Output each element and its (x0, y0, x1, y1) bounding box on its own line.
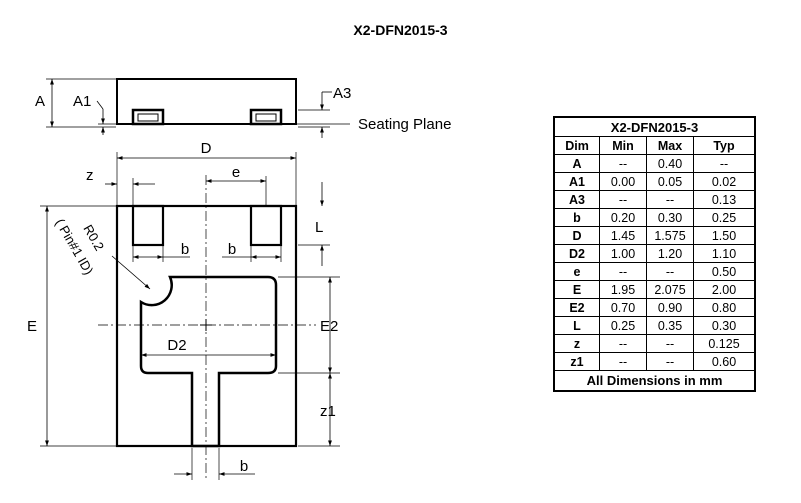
dim-value-cell: 0.20 (599, 208, 647, 227)
dim-value-cell: -- (599, 154, 647, 173)
dim-value-cell: -- (599, 352, 647, 371)
dim-name-cell: A (553, 154, 600, 173)
dim-name-cell: L (553, 316, 600, 335)
dim-value-cell: 0.05 (646, 172, 694, 191)
label-d2: D2 (167, 337, 186, 354)
terminal-pad-right (249, 204, 283, 247)
dim-value-cell: 0.40 (646, 154, 694, 173)
dim-name-cell: b (553, 208, 600, 227)
dim-value-cell: 1.20 (646, 244, 694, 263)
label-b-right: b (228, 241, 236, 258)
dim-value-cell: 1.00 (599, 244, 647, 263)
dim-name-cell: E (553, 280, 600, 299)
dim-name-cell: z1 (553, 352, 600, 371)
table-row: z1----0.60 (553, 352, 756, 371)
dim-value-cell: 2.00 (693, 280, 756, 299)
exposed-pad (139, 275, 278, 448)
label-a: A (35, 93, 45, 110)
table-row: A--0.40-- (553, 154, 756, 173)
label-z1: z1 (320, 403, 336, 420)
dim-value-cell: -- (599, 190, 647, 209)
dimension-table: X2-DFN2015-3 Dim Min Max Typ A--0.40--A1… (553, 116, 756, 392)
dim-value-cell: -- (646, 262, 694, 281)
side-view-pad-right (249, 108, 283, 126)
dim-value-cell: -- (646, 334, 694, 353)
label-a3: A3 (333, 85, 351, 102)
header-dim: Dim (553, 136, 600, 155)
dim-value-cell: 0.00 (599, 172, 647, 191)
dim-name-cell: A3 (553, 190, 600, 209)
dim-name-cell: z (553, 334, 600, 353)
dim-value-cell: 1.50 (693, 226, 756, 245)
header-typ: Typ (693, 136, 756, 155)
dim-value-cell: 0.80 (693, 298, 756, 317)
dim-value-cell: 0.25 (693, 208, 756, 227)
table-title: X2-DFN2015-3 (553, 116, 756, 137)
dim-value-cell: 0.30 (693, 316, 756, 335)
dim-value-cell: 0.60 (693, 352, 756, 371)
dim-value-cell: 1.575 (646, 226, 694, 245)
dim-name-cell: D2 (553, 244, 600, 263)
label-e-total: E (27, 318, 37, 335)
label-b-bottom: b (240, 458, 248, 475)
dim-value-cell: 0.50 (693, 262, 756, 281)
dim-value-cell: 0.35 (646, 316, 694, 335)
side-view-body (116, 78, 297, 125)
header-max: Max (646, 136, 694, 155)
table-footer: All Dimensions in mm (553, 370, 756, 392)
label-e2: E2 (320, 318, 338, 335)
table-row: A3----0.13 (553, 190, 756, 209)
header-min: Min (599, 136, 647, 155)
dim-value-cell: 0.70 (599, 298, 647, 317)
label-z: z (86, 167, 94, 184)
side-view-pad-left (131, 108, 165, 126)
dim-value-cell: 1.95 (599, 280, 647, 299)
dim-value-cell: 2.075 (646, 280, 694, 299)
dim-value-cell: -- (693, 154, 756, 173)
dim-value-cell: 0.13 (693, 190, 756, 209)
dim-value-cell: 0.25 (599, 316, 647, 335)
dim-value-cell: 0.90 (646, 298, 694, 317)
side-view (46, 78, 350, 138)
bottom-view (40, 152, 340, 480)
dim-value-cell: -- (646, 352, 694, 371)
dim-value-cell: 0.125 (693, 334, 756, 353)
label-d: D (201, 140, 212, 157)
table-row: e----0.50 (553, 262, 756, 281)
dim-name-cell: D (553, 226, 600, 245)
dim-value-cell: 0.02 (693, 172, 756, 191)
dim-value-cell: 1.45 (599, 226, 647, 245)
terminal-pad-left (131, 204, 165, 247)
dim-value-cell: 1.10 (693, 244, 756, 263)
table-header-row: Dim Min Max Typ (553, 136, 756, 155)
label-l: L (315, 219, 323, 236)
dim-name-cell: E2 (553, 298, 600, 317)
label-seating-plane: Seating Plane (358, 116, 451, 133)
dimension-table-container: X2-DFN2015-3 Dim Min Max Typ A--0.40--A1… (553, 116, 756, 392)
table-row: z----0.125 (553, 334, 756, 353)
label-a1: A1 (73, 93, 91, 110)
dim-value-cell: -- (599, 334, 647, 353)
dim-value-cell: -- (646, 190, 694, 209)
label-b-left: b (181, 241, 189, 258)
pin1-leader (111, 255, 151, 290)
dim-value-cell: 0.30 (646, 208, 694, 227)
page-title: X2-DFN2015-3 (353, 22, 448, 38)
label-e: e (232, 164, 240, 181)
dim-value-cell: -- (599, 262, 647, 281)
dim-name-cell: A1 (553, 172, 600, 191)
dim-name-cell: e (553, 262, 600, 281)
